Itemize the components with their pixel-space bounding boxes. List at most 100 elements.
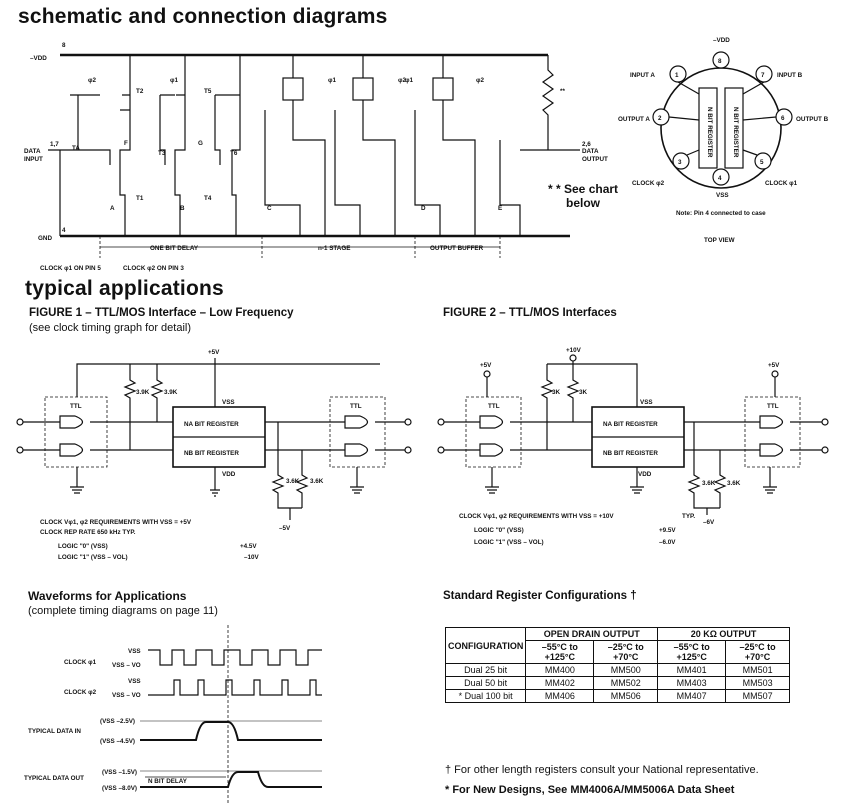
register-b: N BIT REGISTER (732, 107, 739, 158)
table-row: Dual 25 bit MM400 MM500 MM401 MM501 (444, 663, 790, 677)
svg-text:7: 7 (761, 72, 765, 79)
svg-text:TYPICAL DATA IN: TYPICAL DATA IN (28, 728, 81, 735)
svg-text:3K: 3K (552, 389, 561, 396)
figure1-logic1: LOGIC "1" (VSS – VOL) (58, 554, 128, 561)
svg-text:TA: TA (72, 145, 80, 152)
svg-text:NA BIT REGISTER: NA BIT REGISTER (603, 421, 658, 428)
data-output-label-2: OUTPUT (582, 156, 608, 163)
see-chart-note: * * See chart below (548, 182, 619, 210)
figure2-circuit: +5V +10V +5V 3K 3K TTL TTL VSS VDD NA BI… (437, 347, 829, 526)
svg-text:NB BIT REGISTER: NB BIT REGISTER (184, 450, 239, 457)
svg-text:(VSS –8.0V): (VSS –8.0V) (102, 785, 137, 792)
figure2-title: FIGURE 2 – TTL/MOS Interfaces (443, 307, 617, 319)
configurations-table: CONFIGURATION OPEN DRAIN OUTPUT 20 KΩ OU… (444, 627, 790, 703)
svg-text:T4: T4 (204, 195, 212, 202)
svg-text:TTL: TTL (350, 403, 362, 410)
pkg-input-b: INPUT B (777, 72, 803, 79)
svg-text:1: 1 (675, 72, 679, 79)
svg-text:NB BIT REGISTER: NB BIT REGISTER (603, 450, 658, 457)
clock-note-2: CLOCK φ2 ON PIN 3 (123, 265, 184, 272)
pin-8-label: 8 (62, 42, 66, 49)
svg-text:2: 2 (658, 115, 662, 122)
svg-text:3.6K: 3.6K (702, 480, 716, 487)
clock-note-1: CLOCK φ1 ON PIN 5 (40, 265, 101, 272)
pin-17-label: 1,7 (50, 141, 59, 148)
svg-text:B: B (180, 205, 185, 212)
svg-text:(VSS –4.5V): (VSS –4.5V) (100, 738, 135, 745)
load-resistor (541, 55, 555, 150)
svg-text:+5V: +5V (208, 349, 220, 356)
svg-text:φ1: φ1 (405, 77, 414, 84)
figure1-val1: –10V (244, 554, 259, 561)
svg-text:VSS: VSS (222, 399, 235, 406)
svg-text:VSS: VSS (128, 648, 141, 655)
configurations-title: Standard Register Configurations † (443, 590, 637, 602)
svg-text:VSS – VO: VSS – VO (112, 662, 141, 669)
pkg-clock-2: CLOCK φ2 (632, 180, 665, 187)
svg-text:φ1: φ1 (328, 77, 337, 84)
svg-text:5: 5 (760, 159, 764, 166)
svg-text:TTL: TTL (767, 403, 779, 410)
svg-text:φ2: φ2 (398, 77, 407, 84)
svg-text:N BIT DELAY: N BIT DELAY (148, 778, 188, 785)
figure2-val1: –6.0V (659, 539, 676, 546)
svg-text:D: D (421, 205, 426, 212)
svg-text:3K: 3K (579, 389, 588, 396)
data-out-wave (140, 771, 322, 788)
svg-text:TTL: TTL (488, 403, 500, 410)
table-row: * Dual 100 bit MM406 MM506 MM407 MM507 (444, 689, 790, 703)
waveforms-subtitle: (complete timing diagrams on page 11) (28, 605, 218, 617)
svg-text:–5V: –5V (279, 525, 291, 532)
footnote-new-designs: * For New Designs, See MM4006A/MM5006A D… (445, 784, 735, 796)
svg-text:F: F (124, 140, 128, 147)
register-a: N BIT REGISTER (706, 107, 713, 158)
header-20k: 20 KΩ OUTPUT (657, 627, 790, 641)
pkg-vdd-label: –VDD (713, 37, 730, 44)
pin-26-label: 2,6 (582, 141, 591, 148)
table-row: Dual 50 bit MM402 MM502 MM403 MM503 (444, 676, 790, 690)
svg-text:TYPICAL DATA OUT: TYPICAL DATA OUT (24, 775, 84, 782)
transistor-stages (59, 55, 548, 236)
section-n-1-stage: n-1 STAGE (318, 245, 350, 252)
figure2-val0: +9.5V (659, 527, 676, 534)
svg-text:T5: T5 (204, 88, 212, 95)
package-top-view: –VDD N BIT REGISTER N BIT REGISTER 8 1 7… (618, 37, 829, 244)
pkg-output-a: OUTPUT A (618, 116, 650, 123)
header-open-drain: OPEN DRAIN OUTPUT (525, 627, 659, 641)
temp-range: –25°C to +70°C (725, 640, 790, 664)
svg-text:VSS: VSS (128, 678, 141, 685)
svg-text:T1: T1 (136, 195, 144, 202)
schematic-diagram: –VDD 8 GND 4 DATA INPUT 1,7 2,6 DATA OUT… (24, 42, 608, 272)
footnote-dagger: † For other length registers consult you… (445, 764, 759, 776)
figure1-title: FIGURE 1 – TTL/MOS Interface – Low Frequ… (29, 307, 294, 319)
figure1-rep-rate: CLOCK REP RATE 650 kHz TYP. (40, 529, 136, 536)
figure1-requirements: CLOCK Vφ1, φ2 REQUIREMENTS WITH VSS = +5… (40, 519, 192, 526)
svg-text:E: E (498, 205, 502, 212)
header-configuration: CONFIGURATION (444, 627, 527, 664)
svg-text:φ1: φ1 (170, 77, 179, 84)
svg-text:3.9K: 3.9K (164, 389, 178, 396)
data-input-label-2: INPUT (24, 156, 43, 163)
svg-text:(VSS –2.5V): (VSS –2.5V) (100, 718, 135, 725)
svg-text:φ2: φ2 (476, 77, 485, 84)
svg-text:C: C (267, 205, 272, 212)
data-input-label-1: DATA (24, 148, 41, 155)
pin-4-label: 4 (62, 227, 66, 234)
section-output-buffer: OUTPUT BUFFER (430, 245, 484, 252)
svg-text:CLOCK φ1: CLOCK φ1 (64, 659, 97, 666)
svg-text:3.6K: 3.6K (310, 478, 324, 485)
svg-text:φ2: φ2 (88, 77, 97, 84)
gnd-label: GND (38, 235, 52, 242)
svg-text:3: 3 (678, 159, 682, 166)
svg-text:VSS: VSS (640, 399, 653, 406)
resistor-mark: ** (560, 88, 565, 95)
svg-text:T6: T6 (230, 150, 238, 157)
section-heading-typical: typical applications (25, 277, 224, 300)
figure2-requirements: CLOCK Vφ1, φ2 REQUIREMENTS WITH VSS = +1… (459, 513, 614, 520)
svg-text:8: 8 (718, 58, 722, 65)
svg-text:6: 6 (781, 115, 785, 122)
clock1-wave (148, 649, 322, 666)
pkg-input-a: INPUT A (630, 72, 655, 79)
svg-text:VSS – VO: VSS – VO (112, 692, 141, 699)
figure2-logic1: LOGIC "1" (VSS – VOL) (474, 539, 544, 546)
